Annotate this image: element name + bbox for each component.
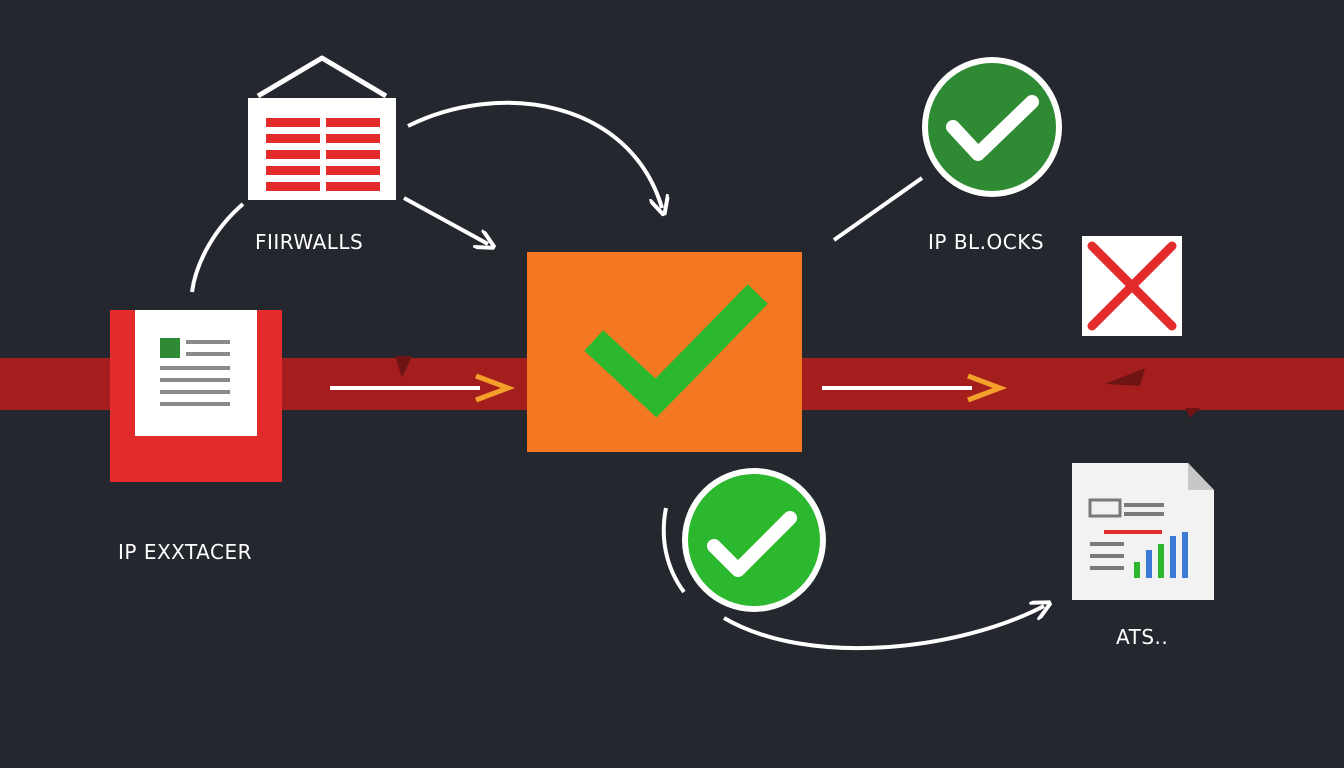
label-ats: ATS..	[1116, 625, 1169, 649]
document-icon	[110, 310, 282, 482]
check-circle-icon-top	[922, 57, 1062, 197]
label-ip-blocks: IP BL.OCKS	[928, 230, 1045, 254]
firewall-building-icon	[248, 55, 396, 200]
x-box-icon	[1082, 236, 1182, 336]
band-arrow-right	[822, 373, 1008, 403]
line-center-to-check	[832, 176, 924, 242]
arrow-check-to-report	[722, 606, 1044, 651]
arc-left-of-bottom-check	[661, 507, 686, 594]
label-ip-extractor: IP EXXTACER	[118, 540, 252, 564]
band-notch-right	[1105, 368, 1145, 386]
band-arrow-left	[330, 373, 516, 403]
arrow-firewall-to-center	[403, 196, 488, 244]
check-circle-icon-bottom	[682, 468, 826, 612]
arc-extractor-to-firewall	[190, 202, 245, 293]
band-notch-right-2	[1185, 408, 1200, 418]
checkmark-box-icon	[527, 252, 802, 452]
arrow-firewall-to-center-curve	[407, 100, 662, 208]
label-firewalls: FIIRWALLS	[255, 230, 364, 254]
band-notch-left	[395, 356, 412, 378]
chart-document-icon	[1072, 463, 1214, 600]
